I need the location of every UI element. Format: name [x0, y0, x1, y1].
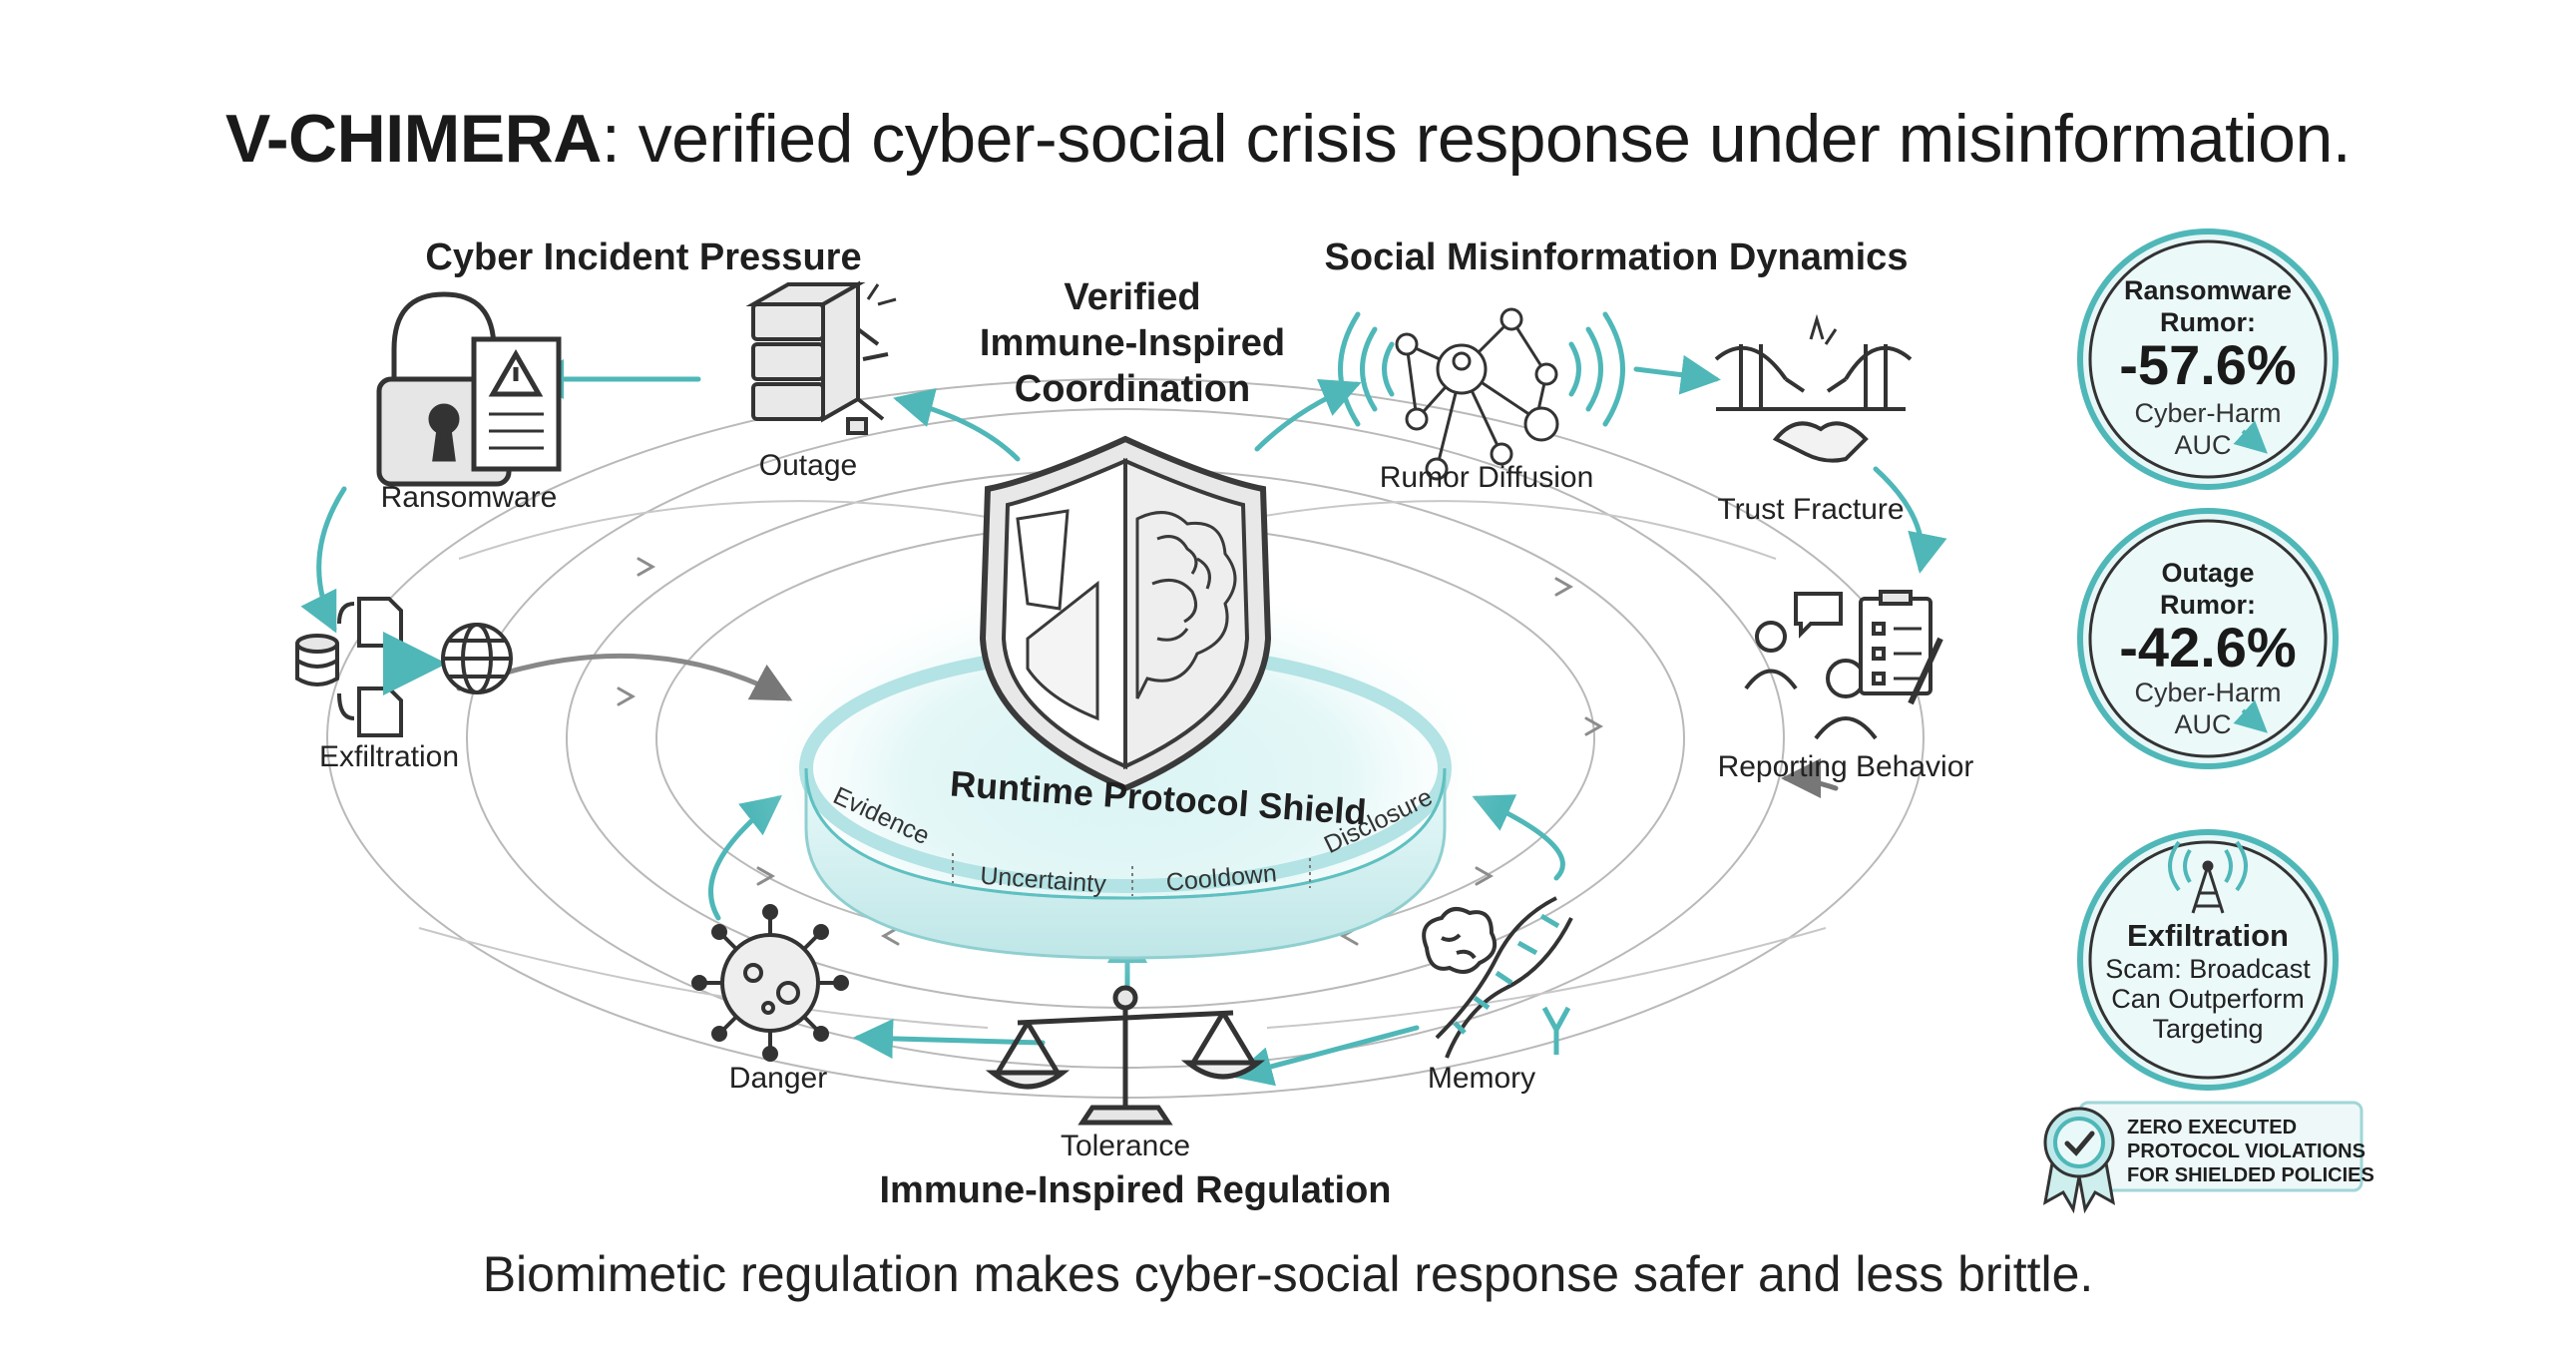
balance-scale-icon — [985, 985, 1266, 1126]
stat-outage: Outage Rumor: -42.6% Cyber-Harm AUC — [2077, 508, 2339, 769]
node-rumor-diffusion: Rumor Diffusion — [1380, 461, 1594, 494]
server-outage-icon — [745, 280, 897, 435]
stat-outage-metric-1: Cyber-Harm — [2134, 678, 2281, 707]
footer-caption: Biomimetic regulation makes cyber-social… — [482, 1246, 2094, 1302]
stat-outage-title-2: Rumor: — [2160, 590, 2256, 620]
stat-ransomware-metric-1: Cyber-Harm — [2134, 398, 2281, 428]
core-title-line2: Immune-Inspired — [980, 322, 1285, 364]
heading-cyber: Cyber Incident Pressure — [425, 236, 861, 278]
core-title-line3: Coordination — [1015, 368, 1250, 410]
node-outage: Outage — [759, 449, 857, 482]
stat-ransomware-value: -57.6% — [2119, 333, 2296, 396]
stat-exfiltration-line-1: Scam: Broadcast — [2105, 954, 2311, 984]
heading-immune: Immune-Inspired Regulation — [879, 1169, 1391, 1211]
badge-line-3: FOR SHIELDED POLICIES — [2127, 1164, 2374, 1186]
stat-outage-metric-2: AUC — [2174, 709, 2231, 739]
ransomware-icon — [376, 291, 562, 487]
page-title: V-CHIMERA: verified cyber-social crisis … — [0, 100, 2576, 178]
brain-icon — [1135, 511, 1237, 699]
exfiltration-icon — [295, 597, 513, 737]
shield-icon — [979, 435, 1272, 792]
badge-line-1: ZERO EXECUTED — [2127, 1117, 2297, 1138]
title-rest: : verified cyber-social crisis response … — [601, 101, 2352, 177]
stat-outage-title-1: Outage — [2161, 558, 2254, 588]
node-danger: Danger — [729, 1062, 827, 1095]
node-exfiltration: Exfiltration — [319, 740, 459, 773]
stat-exfiltration-line-3: Targeting — [2152, 1014, 2263, 1044]
stat-ransomware-metric-2: AUC — [2174, 430, 2231, 460]
node-ransomware: Ransomware — [381, 481, 558, 514]
node-tolerance: Tolerance — [1061, 1130, 1190, 1162]
broken-bridge-icon — [1714, 313, 1913, 463]
violations-badge: ZERO EXECUTED PROTOCOL VIOLATIONS FOR SH… — [2042, 1101, 2374, 1214]
virus-icon — [691, 904, 849, 1062]
title-bold: V-CHIMERA — [224, 101, 603, 177]
dna-memory-icon — [1422, 896, 1573, 1059]
heading-social: Social Misinformation Dynamics — [1325, 236, 1909, 278]
broadcast-tower-icon — [2168, 840, 2248, 914]
stat-ransomware: Ransomware Rumor: -57.6% Cyber-Harm AUC — [2077, 228, 2339, 490]
stat-ransomware-title-1: Ransomware — [2124, 275, 2292, 305]
node-reporting-behavior: Reporting Behavior — [1718, 750, 1974, 783]
stat-outage-value: -42.6% — [2119, 616, 2296, 679]
stat-exfiltration-title: Exfiltration — [2127, 918, 2289, 953]
rumor-network-icon — [1338, 307, 1625, 481]
stat-exfiltration-line-2: Can Outperform — [2111, 984, 2305, 1014]
trend-down-icon — [2233, 699, 2268, 733]
teal-arrows — [300, 354, 1947, 1087]
node-trust-fracture: Trust Fracture — [1717, 493, 1904, 526]
stat-exfiltration: Exfiltration Scam: Broadcast Can Outperf… — [2077, 829, 2339, 1091]
checkmark-icon — [2064, 1131, 2095, 1156]
trend-down-icon — [2233, 420, 2268, 454]
badge-line-2: PROTOCOL VIOLATIONS — [2127, 1140, 2365, 1162]
stat-ransomware-title-2: Rumor: — [2160, 307, 2256, 337]
award-ribbon-icon — [2042, 1107, 2116, 1214]
core-title-line1: Verified — [1064, 276, 1200, 318]
reporting-person-icon — [1744, 590, 1943, 740]
node-memory: Memory — [1428, 1062, 1535, 1095]
